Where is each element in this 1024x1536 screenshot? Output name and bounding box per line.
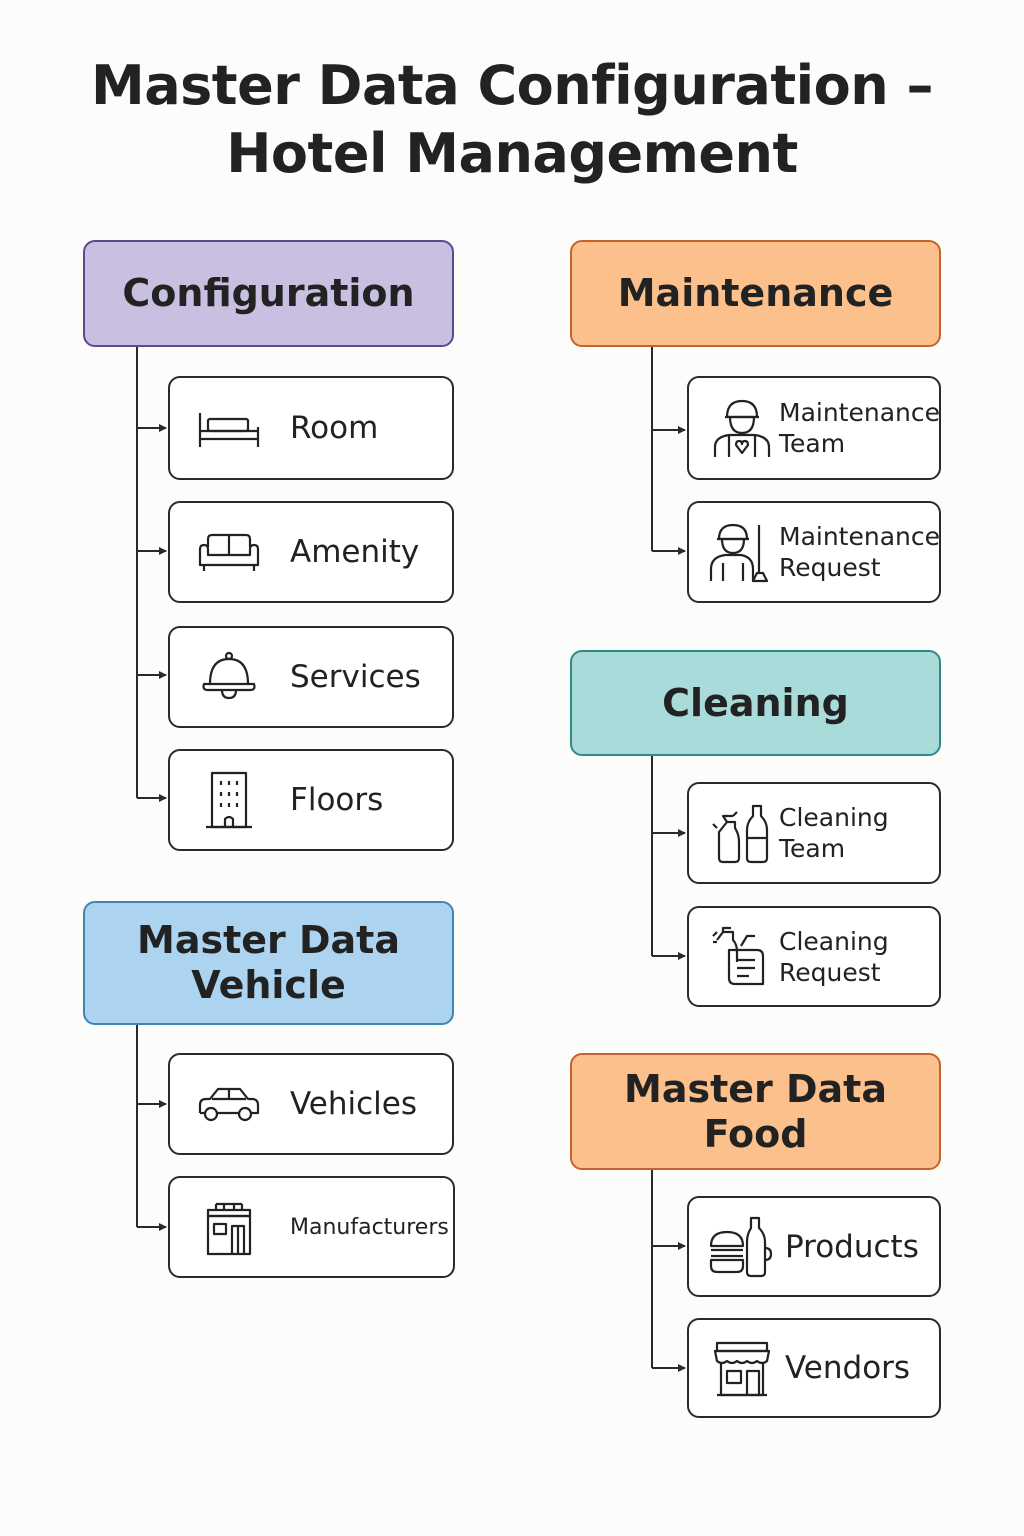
floors-label: Floors — [290, 782, 384, 818]
cleaning-request-line-1: Cleaning — [779, 926, 889, 956]
amenity-item[interactable]: Amenity — [168, 501, 454, 603]
manufacturers-label: Manufacturers — [290, 1214, 449, 1240]
page-title: Master Data Configuration – Hotel Manage… — [0, 52, 1024, 188]
cleaning-request-item[interactable]: Cleaning Request — [687, 906, 941, 1007]
cleaning-team-line-1: Cleaning — [779, 803, 889, 832]
maintenance-team-label: Maintenance Team — [779, 397, 940, 459]
vehicle-header-line-2: Vehicle — [191, 963, 346, 1007]
services-label: Services — [290, 659, 421, 695]
cleaning-header-label: Cleaning — [662, 680, 849, 725]
configuration-header-label: Configuration — [122, 271, 415, 315]
cleaning-team-item[interactable]: Cleaning Team — [687, 782, 941, 884]
maintenance-header: Maintenance — [570, 240, 941, 347]
building-icon — [194, 765, 264, 835]
worker-broom-icon — [707, 517, 777, 587]
products-label: Products — [785, 1228, 919, 1265]
cleaning-request-line-2: Request — [779, 957, 881, 987]
bed-icon — [194, 393, 264, 463]
vehicle-header-line-1: Master Data — [137, 918, 400, 962]
worker-icon — [707, 393, 777, 463]
car-icon — [194, 1069, 264, 1139]
manufacturers-item[interactable]: Manufacturers — [168, 1176, 455, 1278]
service-bell-icon — [194, 642, 264, 712]
amenity-label: Amenity — [290, 534, 420, 570]
cleaning-team-line-2: Team — [779, 834, 846, 863]
vendors-label: Vendors — [785, 1350, 911, 1386]
maintenance-team-line-1: Maintenance — [779, 398, 940, 427]
vehicle-header: Master Data Vehicle — [83, 901, 454, 1025]
maintenance-team-line-2: Team — [779, 429, 846, 458]
store-icon — [707, 1333, 777, 1403]
food-header: Master Data Food — [570, 1053, 941, 1170]
food-header-line-1: Master Data — [624, 1066, 887, 1111]
services-item[interactable]: Services — [168, 626, 454, 728]
vehicles-item[interactable]: Vehicles — [168, 1053, 454, 1155]
title-line-2: Hotel Management — [226, 122, 798, 185]
title-line-1: Master Data Configuration – — [90, 54, 934, 117]
room-item[interactable]: Room — [168, 376, 454, 480]
vehicles-label: Vehicles — [290, 1086, 418, 1122]
maintenance-request-item[interactable]: Maintenance Request — [687, 501, 941, 603]
room-label: Room — [290, 410, 379, 446]
food-header-line-2: Food — [703, 1111, 808, 1156]
burger-bottle-icon — [707, 1212, 777, 1282]
products-item[interactable]: Products — [687, 1196, 941, 1297]
floors-item[interactable]: Floors — [168, 749, 454, 851]
cleaning-team-label: Cleaning Team — [779, 802, 935, 864]
factory-icon — [194, 1192, 264, 1262]
maintenance-request-line-1: Maintenance — [779, 522, 940, 551]
maintenance-request-line-2: Request — [779, 553, 881, 582]
maintenance-request-label: Maintenance Request — [779, 521, 940, 583]
maintenance-team-item[interactable]: Maintenance Team — [687, 376, 941, 480]
maintenance-header-label: Maintenance — [617, 271, 894, 315]
vendors-item[interactable]: Vendors — [687, 1318, 941, 1418]
cleaning-supplies-icon — [707, 798, 777, 868]
cleaning-header: Cleaning — [570, 650, 941, 756]
cleaning-request-icon — [707, 922, 777, 992]
configuration-header: Configuration — [83, 240, 454, 347]
cleaning-request-label: Cleaning Request — [779, 926, 935, 988]
sofa-icon — [194, 517, 264, 587]
